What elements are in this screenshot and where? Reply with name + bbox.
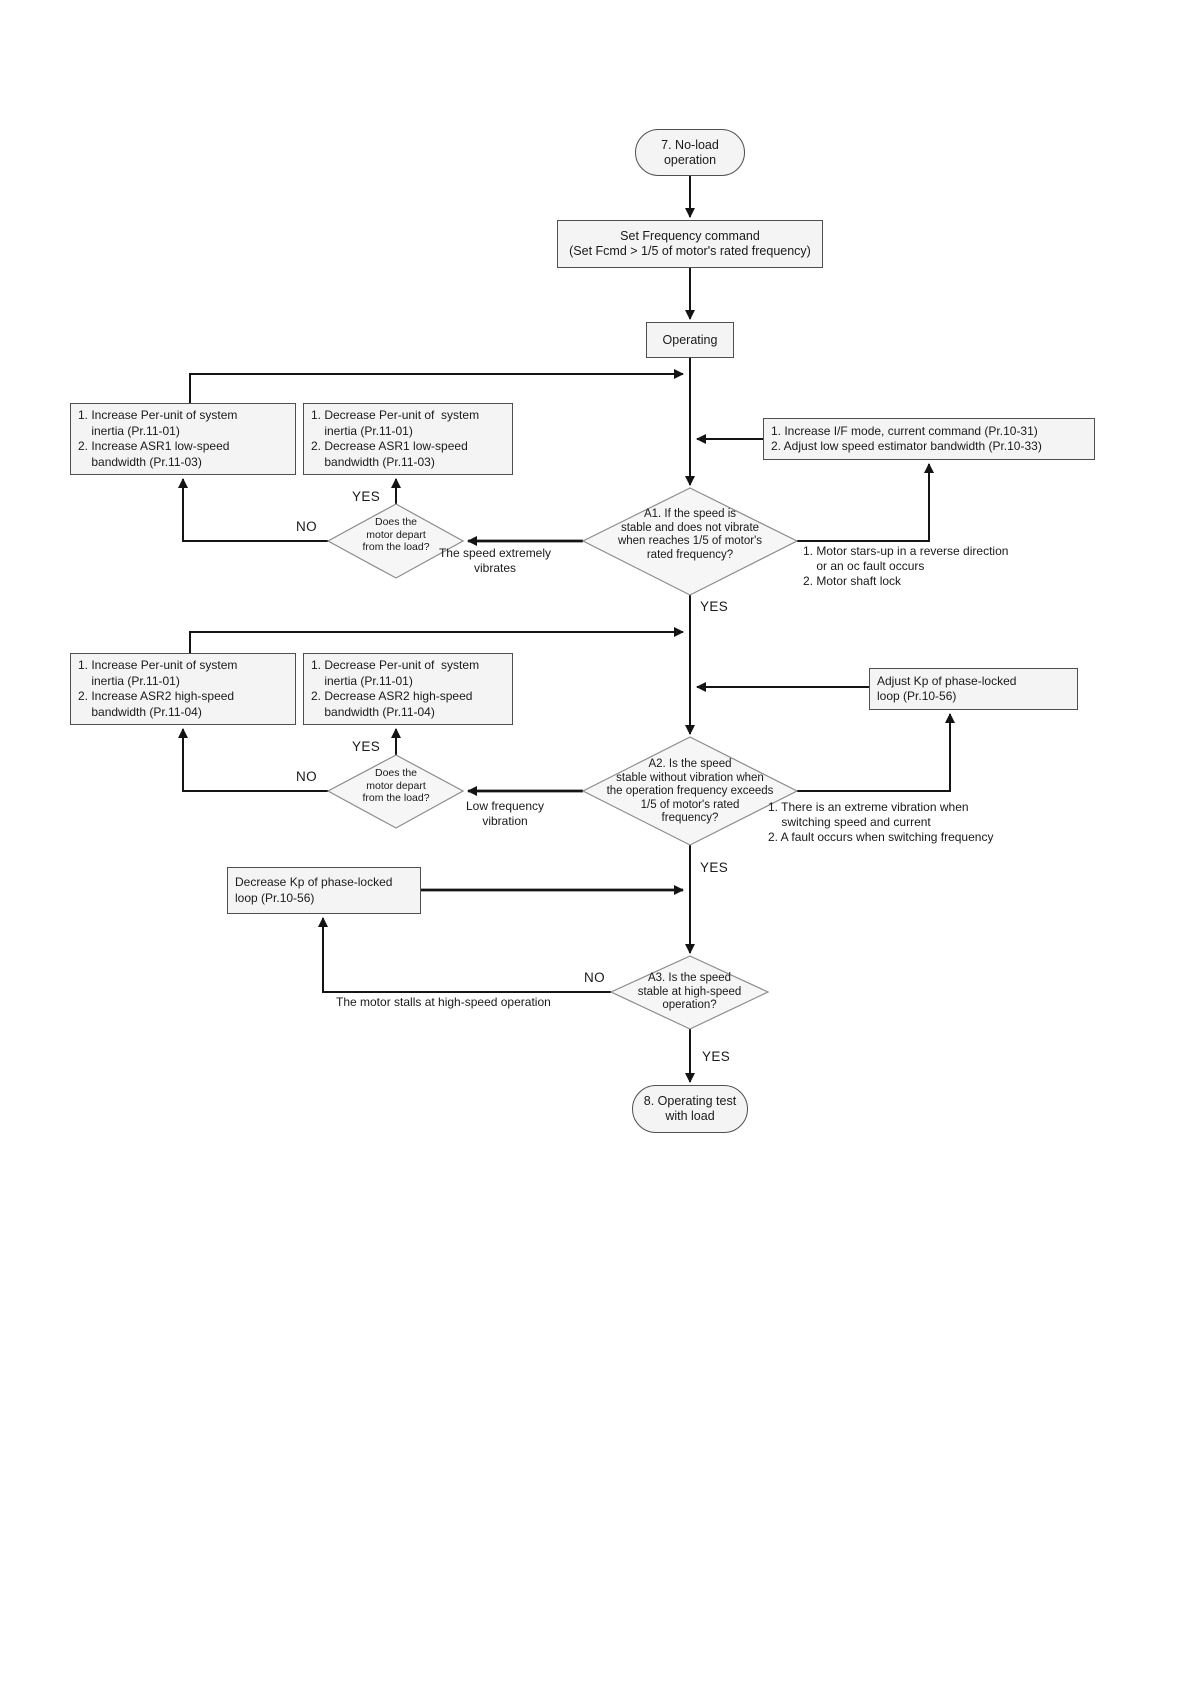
edge-depart2-no bbox=[178, 728, 328, 792]
decision-a3-shape bbox=[609, 955, 770, 1030]
box-if-mode-label: 1. Increase I/F mode, current command (P… bbox=[771, 423, 1042, 454]
box-adjust-kp: Adjust Kp of phase-locked loop (Pr.10-56… bbox=[869, 668, 1078, 710]
edge-box4-feedback bbox=[189, 627, 684, 653]
node-end-label: 8. Operating test with load bbox=[643, 1094, 737, 1123]
box-increase-asr2: 1. Increase Per-unit of system inertia (… bbox=[70, 653, 296, 725]
label-yes-a2: YES bbox=[700, 860, 729, 875]
box-increase-asr1-label: 1. Increase Per-unit of system inertia (… bbox=[78, 408, 238, 469]
decision-depart1-shape bbox=[326, 503, 465, 579]
decision-depart2-shape bbox=[326, 754, 465, 829]
box-decrease-asr2-label: 1. Decrease Per-unit of system inertia (… bbox=[311, 658, 480, 719]
label-no-depart1: NO bbox=[296, 519, 318, 534]
edge-a3-no-box7 bbox=[318, 917, 611, 993]
node-operating-label: Operating bbox=[662, 332, 718, 347]
edge-a1-box3 bbox=[797, 463, 934, 542]
label-yes-depart2: YES bbox=[352, 739, 381, 754]
node-set-frequency-label: Set Frequency command (Set Fcmd > 1/5 of… bbox=[569, 229, 811, 258]
decision-a2-shape bbox=[581, 736, 799, 846]
label-speed-vibrates: The speed extremely vibrates bbox=[438, 546, 552, 575]
label-yes-a3: YES bbox=[702, 1049, 731, 1064]
decision-depart2-label: Does the motor depart from the load? bbox=[362, 767, 430, 804]
decision-depart1-label: Does the motor depart from the load? bbox=[362, 516, 430, 553]
node-operating: Operating bbox=[646, 322, 734, 358]
box-adjust-kp-label: Adjust Kp of phase-locked loop (Pr.10-56… bbox=[877, 673, 1017, 704]
label-motor-stalls: The motor stalls at high-speed operation bbox=[336, 995, 551, 1009]
box-decrease-kp-label: Decrease Kp of phase-locked loop (Pr.10-… bbox=[235, 875, 393, 905]
box-if-mode: 1. Increase I/F mode, current command (P… bbox=[763, 418, 1095, 460]
node-start: 7. No-load operation bbox=[635, 129, 745, 176]
box-decrease-asr1: 1. Decrease Per-unit of system inertia (… bbox=[303, 403, 513, 475]
label-no-a3: NO bbox=[584, 970, 606, 985]
box-decrease-asr1-label: 1. Decrease Per-unit of system inertia (… bbox=[311, 408, 480, 469]
box-decrease-kp: Decrease Kp of phase-locked loop (Pr.10-… bbox=[227, 867, 421, 914]
box-increase-asr2-label: 1. Increase Per-unit of system inertia (… bbox=[78, 658, 238, 719]
edge-box1-feedback bbox=[189, 369, 684, 403]
node-set-frequency: Set Frequency command (Set Fcmd > 1/5 of… bbox=[557, 220, 823, 268]
label-yes-depart1: YES bbox=[352, 489, 381, 504]
node-start-label: 7. No-load operation bbox=[661, 137, 719, 167]
decision-a1-label: A1. If the speed is stable and does not … bbox=[617, 508, 763, 561]
edge-a2-box6 bbox=[797, 713, 955, 792]
label-low-frequency-vibration: Low frequency vibration bbox=[465, 799, 545, 828]
node-end: 8. Operating test with load bbox=[632, 1085, 748, 1133]
label-note-a1: 1. Motor stars-up in a reverse direction… bbox=[803, 544, 1009, 588]
decision-a3-label: A3. Is the speed stable at high-speed op… bbox=[637, 972, 742, 1011]
label-note-a2: 1. There is an extreme vibration when sw… bbox=[768, 800, 994, 844]
decision-a1-shape bbox=[581, 487, 799, 596]
label-no-depart2: NO bbox=[296, 769, 318, 784]
label-yes-a1: YES bbox=[700, 599, 729, 614]
edge-depart1-no bbox=[178, 478, 328, 542]
decision-a2-label: A2. Is the speed stable without vibratio… bbox=[606, 758, 774, 824]
box-decrease-asr2: 1. Decrease Per-unit of system inertia (… bbox=[303, 653, 513, 725]
box-increase-asr1: 1. Increase Per-unit of system inertia (… bbox=[70, 403, 296, 475]
